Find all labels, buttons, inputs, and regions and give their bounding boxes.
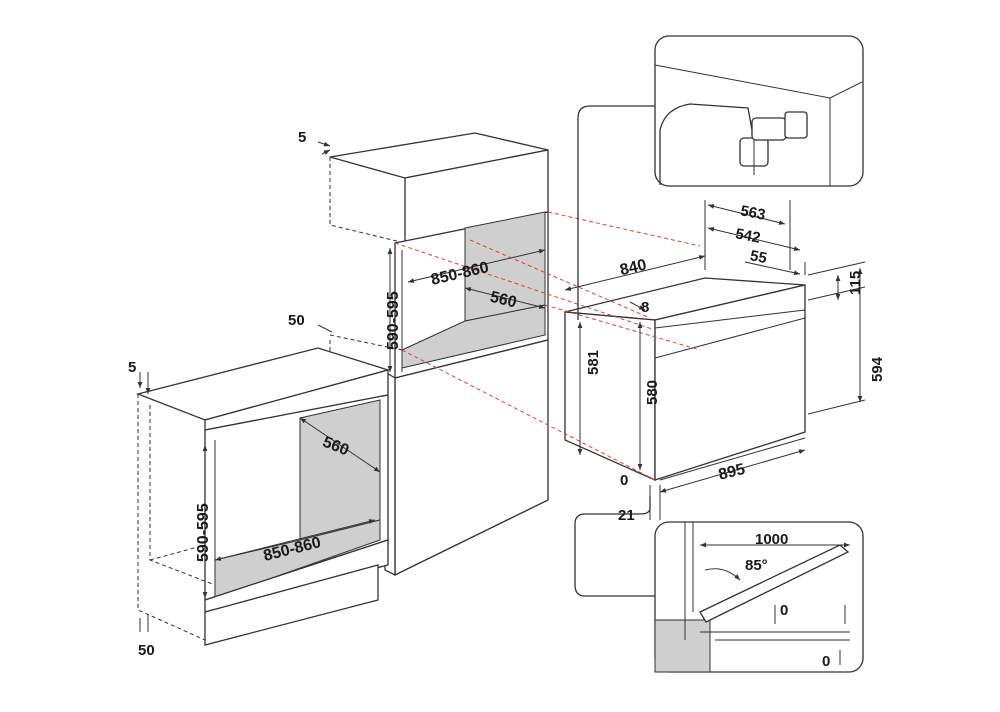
label-niche-height-column: 590-595: [385, 291, 402, 350]
dimension-lines: [137, 141, 866, 632]
label-oven-depth-overall: 563: [739, 202, 767, 223]
label-niche-height-under: 590-595: [195, 503, 212, 562]
label-bottom-gap-column: 50: [288, 312, 305, 329]
callout-gas-connection: [577, 35, 864, 320]
label-front-depth: 55: [749, 247, 769, 267]
label-gap-top: 0: [780, 602, 788, 619]
label-bottom-offset: 21: [618, 507, 635, 524]
label-inner-height: 580: [644, 380, 661, 405]
label-niche-depth-column: 560: [488, 289, 518, 312]
label-body-height: 581: [585, 350, 602, 375]
label-front-height: 594: [869, 356, 886, 382]
label-top-offset: 8: [641, 299, 649, 316]
label-control-panel-height: 115: [847, 271, 864, 295]
label-side-gap: 0: [620, 472, 628, 489]
label-door-angle: 85°: [745, 557, 768, 574]
label-gap-bottom: 0: [822, 653, 830, 670]
label-front-width: 895: [717, 461, 747, 484]
label-oven-depth-body: 542: [734, 225, 762, 246]
under-counter-cabinet: [135, 347, 391, 646]
label-bottom-gap-under: 50: [138, 642, 155, 659]
callout-door-detail: [574, 496, 864, 673]
label-top-gap-column: 5: [298, 129, 306, 146]
label-body-width: 840: [618, 257, 648, 280]
oven-body: [564, 277, 806, 482]
label-opening-length: 1000: [755, 531, 788, 548]
label-top-gap-under: 5: [128, 359, 136, 376]
